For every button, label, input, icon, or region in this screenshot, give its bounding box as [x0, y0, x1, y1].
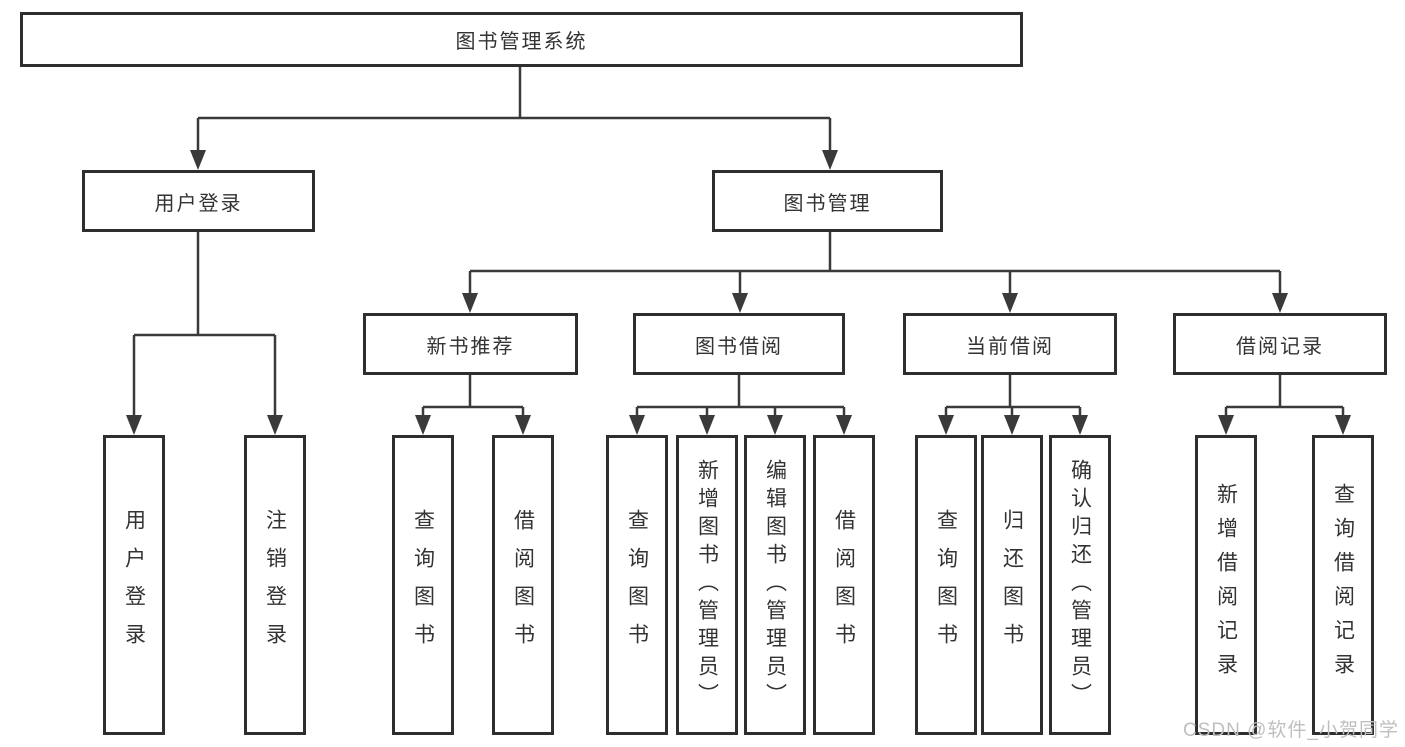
leaf-borrow-books-recommend: 借阅图书 [492, 435, 554, 735]
node-borrow-records: 借阅记录 [1173, 313, 1387, 375]
node-book-management-module: 图书管理 [712, 170, 943, 232]
leaf-edit-books-admin: 编辑图书（管理员） [744, 435, 806, 735]
node-current-borrow: 当前借阅 [903, 313, 1117, 375]
arrow-down-icon [938, 415, 954, 435]
node-root-system: 图书管理系统 [20, 12, 1023, 67]
arrow-down-icon [267, 415, 283, 435]
arrow-down-icon [1072, 415, 1088, 435]
leaf-add-borrow-record: 新增借阅记录 [1195, 435, 1257, 735]
arrow-down-icon [767, 415, 783, 435]
leaf-query-books-current: 查询图书 [915, 435, 977, 735]
arrow-down-icon [462, 293, 478, 313]
arrow-down-icon [1335, 415, 1351, 435]
node-new-book-recommend: 新书推荐 [363, 313, 578, 375]
arrow-down-icon [415, 415, 431, 435]
arrow-down-icon [515, 415, 531, 435]
arrow-down-icon [699, 415, 715, 435]
leaf-query-books-recommend: 查询图书 [392, 435, 454, 735]
arrow-down-icon [126, 415, 142, 435]
leaf-query-borrow-record: 查询借阅记录 [1312, 435, 1374, 735]
leaf-query-books-borrowing: 查询图书 [606, 435, 668, 735]
arrow-down-icon [1004, 415, 1020, 435]
arrow-down-icon [836, 415, 852, 435]
leaf-add-books-admin: 新增图书（管理员） [676, 435, 738, 735]
node-user-login-module: 用户登录 [82, 170, 315, 232]
leaf-logout: 注销登录 [244, 435, 306, 735]
arrow-down-icon [1272, 293, 1288, 313]
arrow-down-icon [732, 293, 748, 313]
arrow-down-icon [190, 150, 206, 170]
node-book-borrow: 图书借阅 [633, 313, 845, 375]
arrow-down-icon [629, 415, 645, 435]
arrow-down-icon [822, 150, 838, 170]
watermark-text: CSDN @软件_小贺同学 [1183, 720, 1399, 741]
leaf-user-login: 用户登录 [103, 435, 165, 735]
leaf-return-books: 归还图书 [981, 435, 1043, 735]
leaf-confirm-return-admin: 确认归还（管理员） [1049, 435, 1111, 735]
leaf-borrow-books-borrowing: 借阅图书 [813, 435, 875, 735]
arrow-down-icon [1218, 415, 1234, 435]
arrow-down-icon [1002, 293, 1018, 313]
